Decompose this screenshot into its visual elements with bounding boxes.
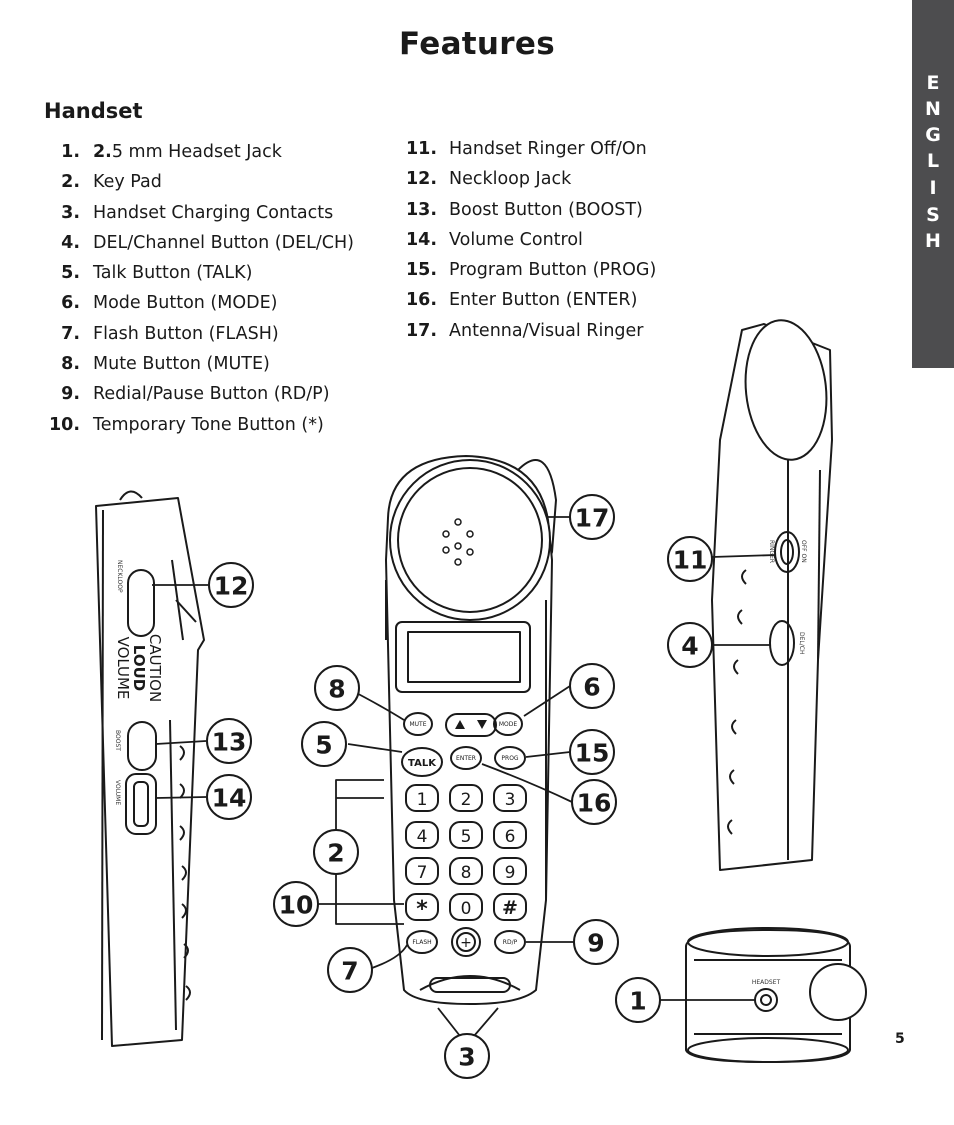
talk-button-icon bbox=[401, 747, 443, 777]
callout-9: 9 bbox=[587, 929, 604, 958]
list-item: 10.Temporary Tone Button (*) bbox=[48, 414, 324, 435]
prog-button-icon bbox=[494, 746, 526, 770]
neckloop-label: NECKLOOP bbox=[116, 560, 123, 593]
neckloop-jack-icon bbox=[127, 569, 155, 637]
ringer-label: RINGER bbox=[768, 540, 775, 563]
list-item: 2.Key Pad bbox=[61, 172, 162, 193]
callout-15: 15 bbox=[575, 739, 610, 768]
callout-12: 12 bbox=[214, 572, 249, 601]
volume-warning-label: VOLUME bbox=[114, 637, 132, 700]
language-tab-letter: E bbox=[926, 72, 940, 94]
enter-key-label: ENTER bbox=[456, 755, 476, 762]
callout-2: 2 bbox=[327, 839, 344, 868]
mode-key-label: MODE bbox=[499, 721, 518, 728]
del-ch-label: DEL/CH bbox=[798, 632, 805, 654]
language-tab-letter: G bbox=[925, 124, 941, 146]
volume-label: VOLUME bbox=[114, 780, 121, 805]
del-ch-button-icon bbox=[445, 713, 497, 737]
callout-4: 4 bbox=[681, 632, 698, 661]
rdp-button-icon bbox=[494, 930, 526, 954]
list-item: 3.Handset Charging Contacts bbox=[61, 202, 334, 223]
handset-front-view bbox=[385, 455, 557, 1005]
list-item: 7.Flash Button (FLASH) bbox=[61, 323, 279, 344]
keypad bbox=[405, 784, 527, 921]
keypad-key: * bbox=[416, 897, 428, 922]
del-ch-side-icon bbox=[769, 620, 795, 666]
callout-17: 17 bbox=[575, 504, 610, 533]
callout-3: 3 bbox=[458, 1043, 475, 1072]
list-item: 12.Neckloop Jack bbox=[405, 169, 572, 190]
callout-11: 11 bbox=[673, 546, 708, 575]
keypad-key: # bbox=[502, 897, 518, 919]
callout-16: 16 bbox=[577, 789, 612, 818]
plus-key-label: + bbox=[460, 935, 472, 951]
callout-14: 14 bbox=[212, 784, 247, 813]
language-tab-letter: S bbox=[926, 204, 940, 226]
talk-key-label: TALK bbox=[408, 758, 437, 769]
list-item: 6.Mode Button (MODE) bbox=[61, 293, 278, 314]
callout-5: 5 bbox=[315, 731, 332, 760]
keypad-key: 9 bbox=[505, 863, 516, 883]
list-item: 1.2.5 mm Headset Jack bbox=[61, 142, 282, 162]
flash-key-label: FLASH bbox=[412, 939, 431, 946]
off-on-label: OFF ON bbox=[800, 540, 807, 563]
list-item: 14.Volume Control bbox=[405, 229, 583, 250]
ringer-switch-icon bbox=[774, 531, 800, 573]
mode-button-icon bbox=[493, 712, 523, 736]
handset-bottom-view bbox=[685, 927, 867, 1063]
list-item: 16.Enter Button (ENTER) bbox=[405, 290, 638, 311]
keypad-key: 4 bbox=[417, 827, 428, 847]
caution-label: CAUTION bbox=[146, 634, 164, 702]
keypad-key: 3 bbox=[505, 790, 516, 810]
keypad-key: 8 bbox=[461, 863, 472, 883]
loud-label: LOUD bbox=[130, 645, 148, 691]
list-item: 17.Antenna/Visual Ringer bbox=[405, 320, 644, 341]
language-tab-letter: N bbox=[925, 98, 941, 120]
mute-key-label: MUTE bbox=[409, 721, 426, 728]
boost-button-icon bbox=[127, 721, 157, 771]
handset-right-side-view bbox=[711, 319, 833, 871]
boost-label: BOOST bbox=[114, 730, 121, 751]
section-heading: Handset bbox=[44, 99, 143, 123]
keypad-key: 1 bbox=[417, 790, 428, 810]
language-tab: E N G L I S H bbox=[912, 0, 954, 368]
volume-control-icon bbox=[125, 773, 157, 835]
feature-list-right: 11.Handset Ringer Off/On 12.Neckloop Jac… bbox=[396, 137, 656, 349]
flash-button-icon bbox=[406, 930, 438, 954]
language-tab-letter: H bbox=[925, 230, 941, 252]
leader-lines bbox=[152, 516, 777, 1037]
callout-6: 6 bbox=[583, 673, 600, 702]
display-screen bbox=[395, 621, 531, 693]
list-item: 4.DEL/Channel Button (DEL/CH) bbox=[61, 232, 354, 253]
list-item: 9.Redial/Pause Button (RD/P) bbox=[61, 384, 330, 405]
headset-label: HEADSET bbox=[752, 979, 781, 986]
mute-button-icon bbox=[403, 712, 433, 736]
callout-1: 1 bbox=[629, 987, 646, 1016]
list-item: 5.Talk Button (TALK) bbox=[61, 263, 253, 284]
keypad-key: 7 bbox=[417, 863, 428, 883]
enter-button-icon bbox=[450, 746, 482, 770]
page-number: 5 bbox=[895, 1031, 905, 1047]
page-title: Features bbox=[399, 26, 555, 62]
callout-8: 8 bbox=[328, 675, 345, 704]
handset-left-side-view bbox=[95, 490, 205, 1047]
callout-10: 10 bbox=[279, 891, 314, 920]
keypad-key: 5 bbox=[461, 827, 472, 847]
list-item: 13.Boost Button (BOOST) bbox=[405, 199, 643, 220]
keypad-key: 6 bbox=[505, 827, 516, 847]
feature-list-left: 1.2.5 mm Headset Jack 2.Key Pad 3.Handse… bbox=[40, 140, 354, 443]
callout-13: 13 bbox=[212, 728, 247, 757]
callout-7: 7 bbox=[341, 957, 358, 986]
keypad-key: 2 bbox=[461, 790, 472, 810]
language-tab-letter: I bbox=[929, 177, 937, 199]
keypad-key: 0 bbox=[461, 899, 472, 919]
list-item: 8.Mute Button (MUTE) bbox=[61, 354, 270, 375]
list-item: 15.Program Button (PROG) bbox=[405, 260, 657, 281]
rdp-key-label: RD/P bbox=[503, 939, 518, 946]
list-item: 11.Handset Ringer Off/On bbox=[405, 139, 647, 159]
prog-key-label: PROG bbox=[501, 755, 519, 762]
language-tab-letter: L bbox=[926, 150, 940, 172]
